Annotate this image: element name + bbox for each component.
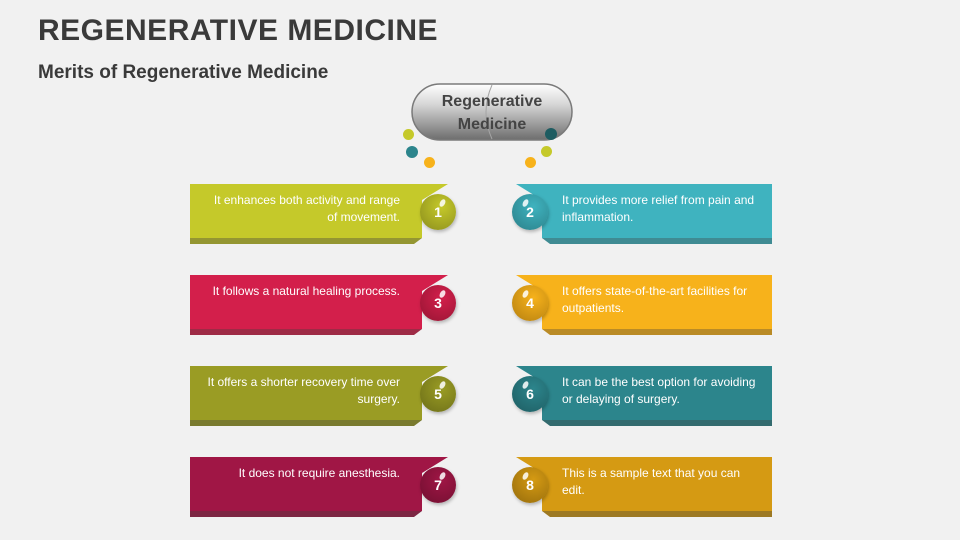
capsule-label-line2: Medicine (457, 116, 527, 133)
number-badge: 7 (420, 467, 456, 503)
merit-text: It offers a shorter recovery time over s… (207, 375, 400, 406)
badge-number: 6 (526, 386, 534, 402)
number-badge: 8 (512, 467, 548, 503)
number-badge: 3 (420, 285, 456, 321)
badge-highlight (438, 471, 447, 481)
merit-card-6: It can be the best option for avoiding o… (512, 366, 774, 426)
bead-decoration (403, 129, 414, 140)
merit-text: It follows a natural healing process. (212, 284, 400, 298)
number-badge: 2 (512, 194, 548, 230)
bead-decoration (545, 128, 557, 140)
bead-decoration (525, 157, 536, 168)
badge-number: 2 (526, 204, 534, 220)
merit-text: It can be the best option for avoiding o… (562, 375, 756, 406)
capsule-graphic (411, 83, 573, 141)
badge-number: 1 (434, 204, 442, 220)
merit-card-7: It does not require anesthesia. 7 (190, 457, 456, 517)
merit-text: It does not require anesthesia. (238, 466, 400, 480)
badge-highlight (438, 289, 447, 299)
merit-card-8: This is a sample text that you can edit.… (512, 457, 774, 517)
merit-card-5: It offers a shorter recovery time over s… (190, 366, 456, 426)
bead-decoration (424, 157, 435, 168)
merit-card-3: It follows a natural healing process. 3 (190, 275, 456, 335)
merit-text: It provides more relief from pain and in… (562, 193, 755, 224)
merit-card-1: It enhances both activity and range of m… (190, 184, 456, 244)
badge-highlight (438, 380, 447, 390)
bead-decoration (541, 146, 552, 157)
page-subtitle: Merits of Regenerative Medicine (38, 62, 329, 83)
capsule-label-line1: Regenerative (441, 93, 543, 110)
merit-card-2: It provides more relief from pain and in… (512, 184, 774, 244)
bead-decoration (406, 146, 418, 158)
number-badge: 1 (420, 194, 456, 230)
capsule-label: Regenerative Medicine (410, 90, 574, 136)
number-badge: 5 (420, 376, 456, 412)
badge-number: 5 (434, 386, 442, 402)
badge-number: 8 (526, 477, 534, 493)
merit-text: It enhances both activity and range of m… (213, 193, 400, 224)
badge-number: 4 (526, 295, 534, 311)
number-badge: 4 (512, 285, 548, 321)
merit-card-4: It offers state-of-the-art facilities fo… (512, 275, 774, 335)
badge-highlight (438, 198, 447, 208)
badge-number: 3 (434, 295, 442, 311)
merit-text: It offers state-of-the-art facilities fo… (562, 284, 748, 315)
number-badge: 6 (512, 376, 548, 412)
badge-number: 7 (434, 477, 442, 493)
merit-text: This is a sample text that you can edit. (562, 466, 741, 497)
page-title: REGENERATIVE MEDICINE (38, 14, 438, 47)
